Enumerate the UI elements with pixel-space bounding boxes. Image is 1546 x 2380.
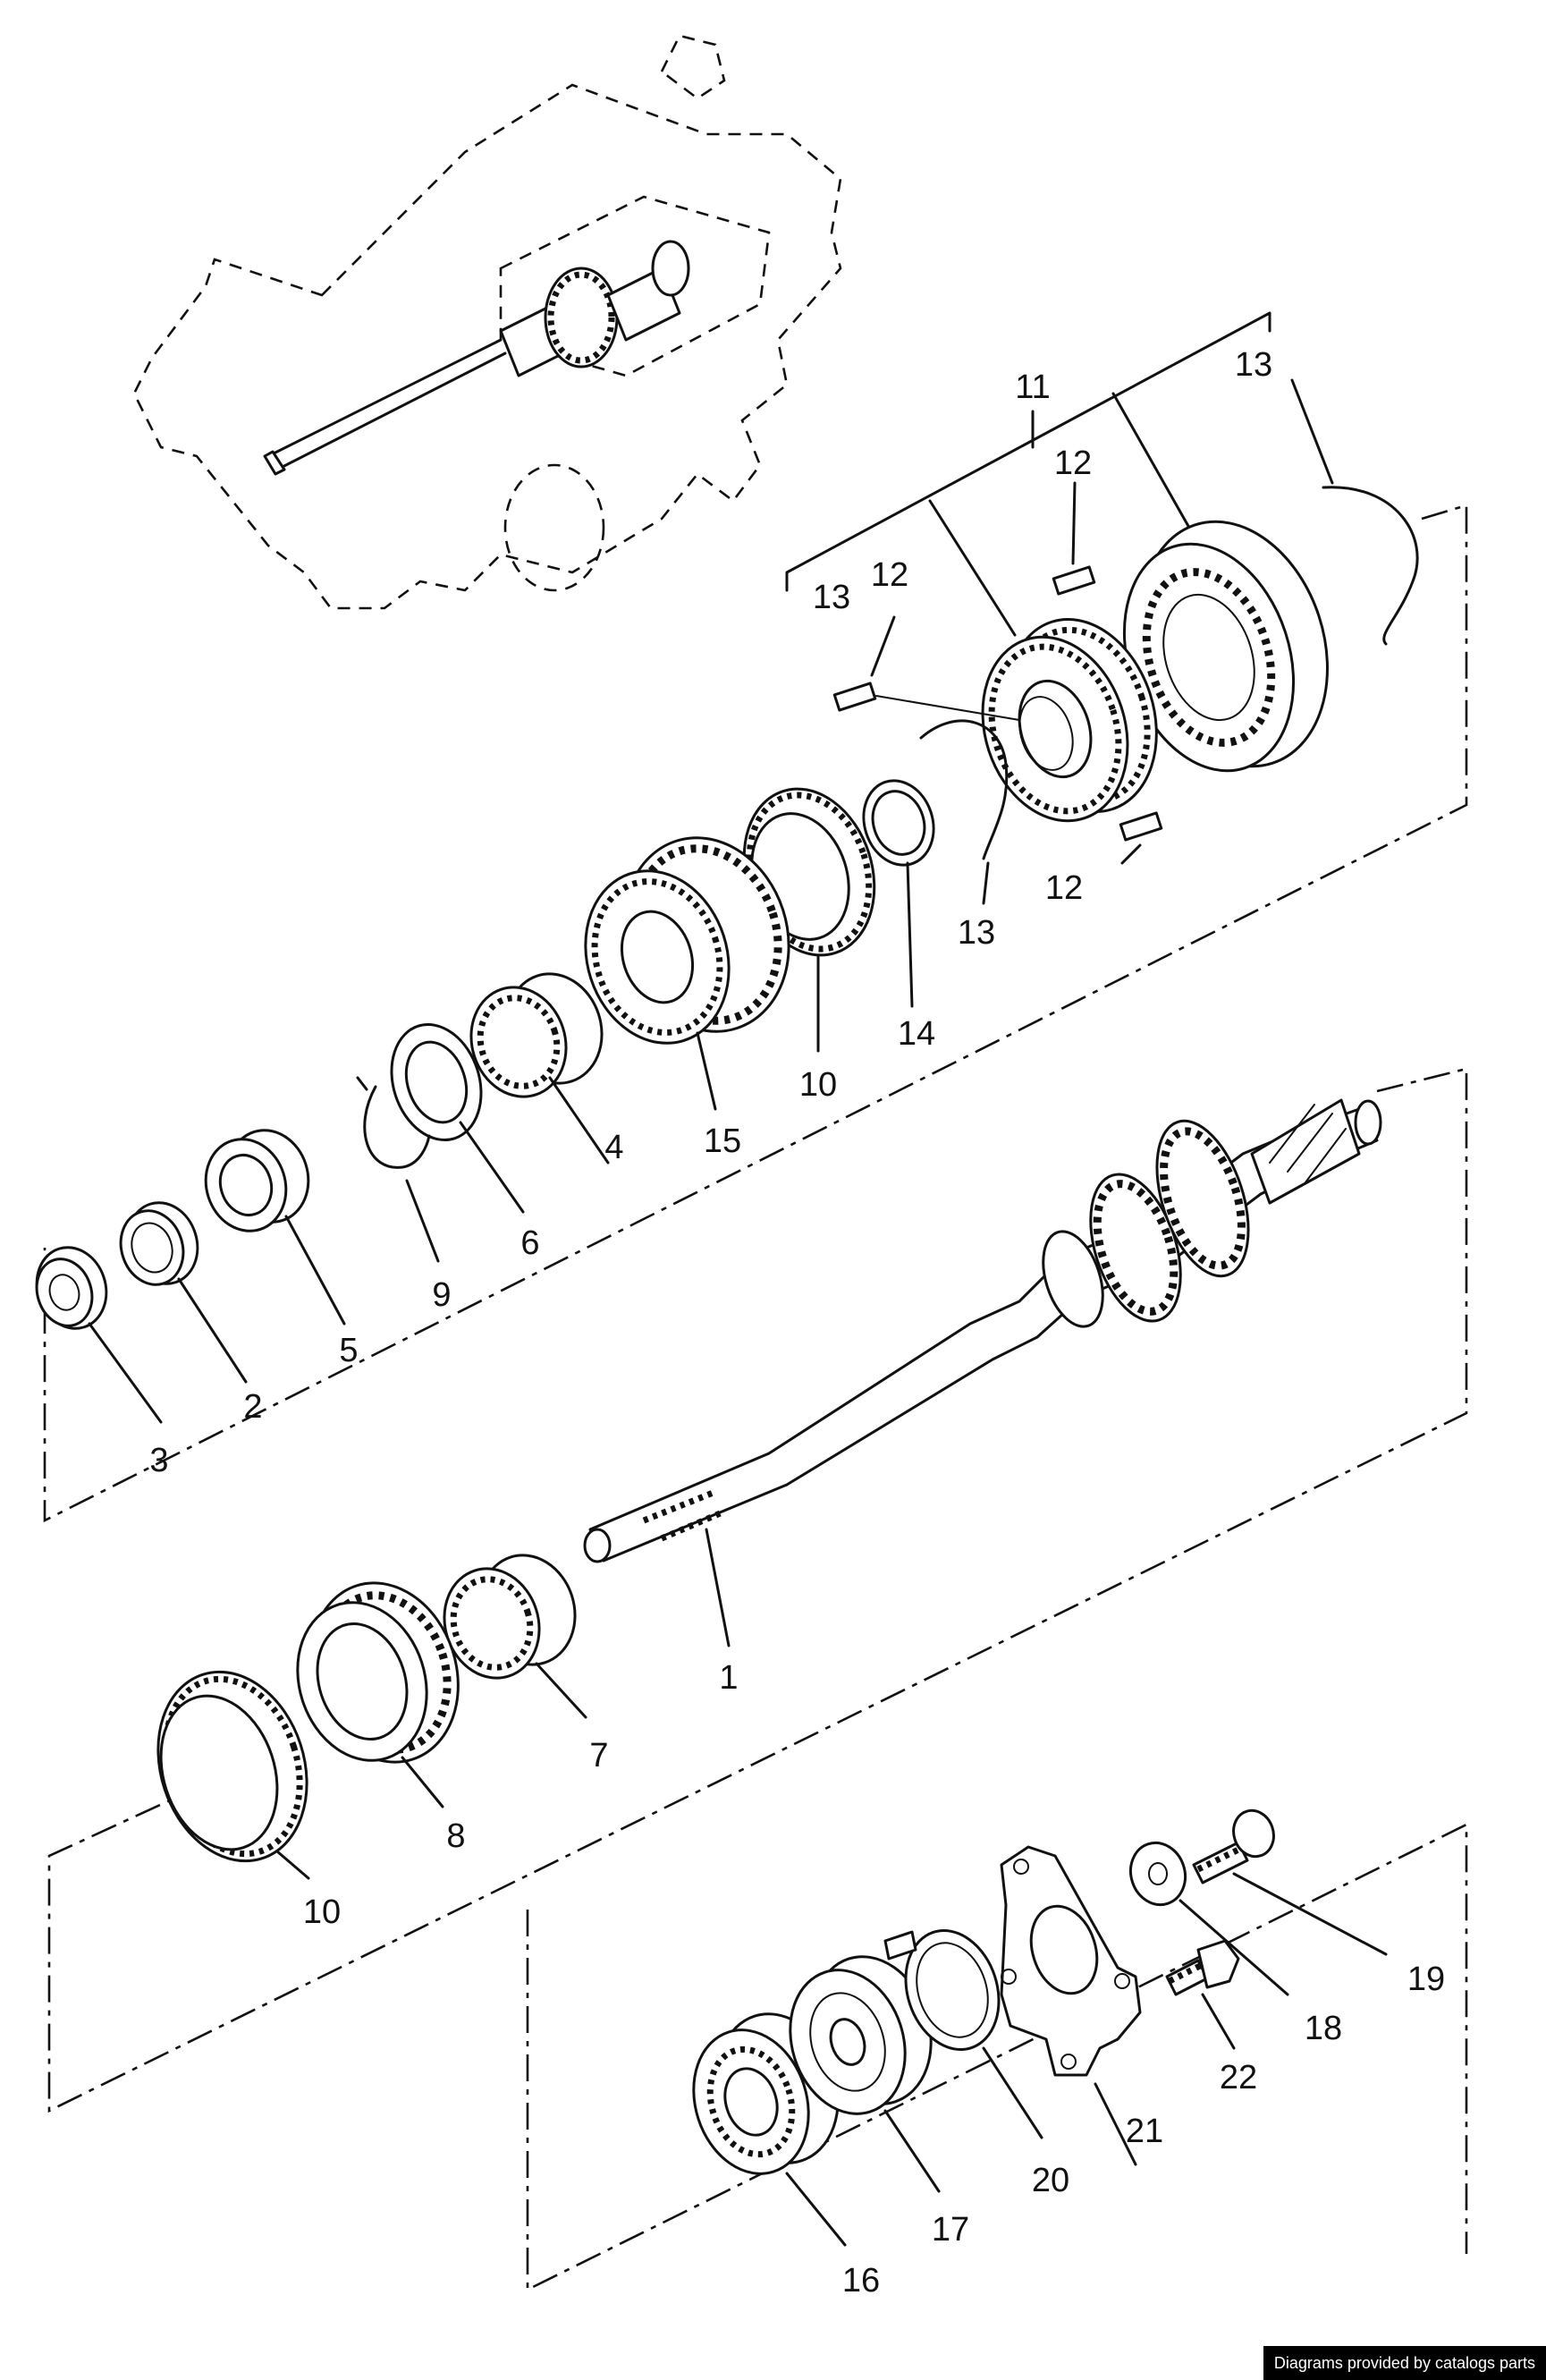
label-10-upper: 10 <box>799 1066 837 1104</box>
assembly-boundary-lines <box>43 504 1468 2292</box>
label-13-lower: 13 <box>958 914 995 952</box>
needle-bearing-7 <box>443 1554 577 1680</box>
label-22: 22 <box>1220 2059 1257 2096</box>
bearing-17 <box>789 1955 933 2115</box>
label-8: 8 <box>446 1817 465 1855</box>
label-19: 19 <box>1407 1961 1445 1998</box>
seal-3 <box>35 1246 108 1330</box>
label-10-lower: 10 <box>303 1893 341 1931</box>
label-12-left: 12 <box>871 556 908 594</box>
main-shaft-1 <box>583 1098 1382 1563</box>
snap-ring-9 <box>356 1076 431 1169</box>
label-14: 14 <box>898 1015 935 1053</box>
label-5: 5 <box>339 1332 358 1369</box>
label-9: 9 <box>432 1276 451 1314</box>
synchro-keys <box>832 565 1163 842</box>
label-16: 16 <box>842 2262 880 2300</box>
label-21: 21 <box>1126 2113 1163 2150</box>
needle-bearing-4 <box>469 972 604 1098</box>
snap-rings-13 <box>919 486 1419 860</box>
bolt-22 <box>1165 1939 1240 1996</box>
ball-bearing-16 <box>692 2012 840 2175</box>
shim-20 <box>883 1929 1001 2051</box>
leader-lines <box>88 378 1388 2247</box>
transmission-housing-outline <box>132 34 842 610</box>
thrust-washer-6 <box>390 1023 483 1141</box>
label-15: 15 <box>704 1122 741 1160</box>
label-2: 2 <box>243 1388 262 1426</box>
label-12-top: 12 <box>1054 445 1092 482</box>
group-11-bracket <box>785 311 1271 637</box>
label-17: 17 <box>932 2211 969 2249</box>
label-3: 3 <box>149 1442 168 1479</box>
gear-15 <box>584 836 790 1045</box>
synchro-sleeve <box>1122 520 1329 773</box>
label-4: 4 <box>604 1129 623 1166</box>
washer-18 <box>1128 1841 1187 1907</box>
credit-banner: Diagrams provided by catalogs parts <box>1263 2346 1546 2380</box>
label-7: 7 <box>589 1737 608 1774</box>
label-11: 11 <box>1015 368 1050 406</box>
label-18: 18 <box>1305 2010 1342 2047</box>
synchro-hub <box>981 618 1158 823</box>
label-13-right: 13 <box>1235 346 1272 384</box>
label-1: 1 <box>719 1659 738 1697</box>
label-12-lower: 12 <box>1045 869 1083 907</box>
label-20: 20 <box>1032 2162 1069 2199</box>
bolt-19 <box>1192 1808 1275 1885</box>
retainer-ring-14 <box>862 779 935 867</box>
bearing-race-2 <box>119 1201 199 1286</box>
label-6: 6 <box>520 1224 539 1262</box>
retainer-plate-21 <box>1000 1845 1142 2077</box>
blocker-ring-10-lower <box>156 1670 308 1863</box>
gear-8 <box>296 1581 460 1764</box>
label-13-left: 13 <box>813 579 850 616</box>
bearing-5 <box>204 1129 310 1232</box>
input-shaft-in-housing <box>263 240 690 476</box>
callout-labels: 1 2 3 4 5 6 7 8 9 10 10 11 12 12 12 13 1… <box>149 346 1445 2300</box>
